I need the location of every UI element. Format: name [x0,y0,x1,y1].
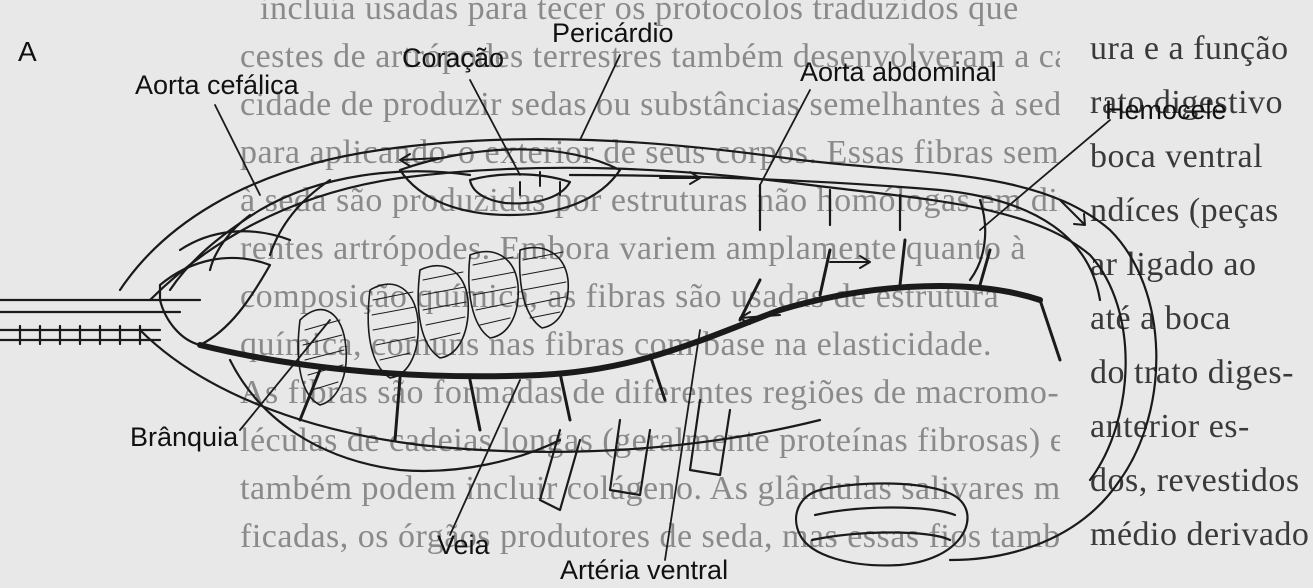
leader-pericardio [580,55,620,140]
ventral-outline [140,330,820,452]
label-veia: Veia [437,530,490,561]
aorta-cefalica [170,171,470,290]
tail [796,483,967,565]
antenna-segments [20,326,140,344]
label-coracao: Coração [402,43,504,74]
leader-aorta-cefalica [215,105,260,195]
tail-segments [812,508,955,541]
leader-aorta-abdominal [760,90,810,185]
label-branquia: Brânquia [130,422,238,453]
label-hemocele: Hemocele [1105,95,1227,126]
aorta-abdominal-branches [760,185,985,280]
label-arteria-ventral: Artéria ventral [560,555,728,586]
label-aorta-cefalica: Aorta cefálica [135,70,299,101]
leader-hemocele [980,120,1110,230]
leader-coracao [470,80,520,175]
leader-lines [215,55,1110,560]
arteria-ventral [200,286,1040,376]
aorta-abdominal [570,175,1100,300]
head-shape [160,258,270,345]
label-pericardio: Pericárdio [552,18,674,49]
antenna-upper [0,300,200,312]
panel-letter: A [18,36,37,68]
arteria-ventral-branches [300,240,1060,440]
leader-veia [450,380,520,535]
label-aorta-abdominal: Aorta abdominal [800,57,997,88]
aorta-cefalica-branch [210,180,330,270]
gills [298,248,568,405]
